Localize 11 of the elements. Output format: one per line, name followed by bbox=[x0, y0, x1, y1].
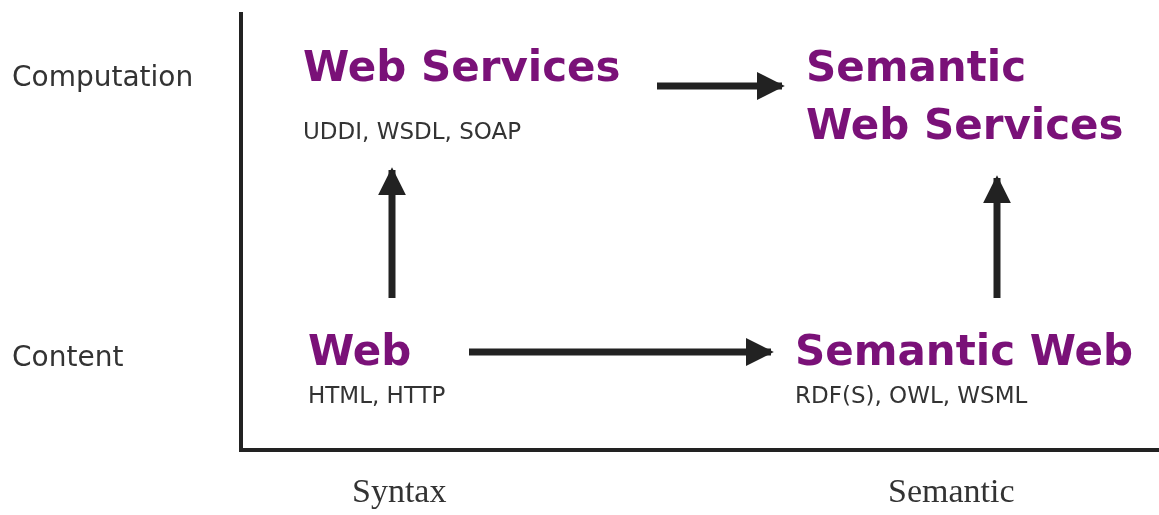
node-title: Web Services bbox=[303, 41, 622, 93]
axis-label: Computation bbox=[12, 60, 194, 93]
technology-list: RDF(S), OWL, WSML bbox=[795, 380, 1155, 410]
axis-label: Semantic bbox=[888, 472, 1015, 510]
technology-list: HTML, HTTP bbox=[308, 380, 446, 410]
technology-list: UDDI, WSDL, SOAP bbox=[303, 116, 633, 146]
node-title: Semantic Web Services bbox=[806, 41, 1125, 151]
axis-label: Syntax bbox=[352, 472, 447, 510]
axis-label: Content bbox=[12, 340, 124, 373]
node-title: Semantic Web bbox=[795, 325, 1135, 377]
node-title: Web bbox=[308, 325, 413, 377]
